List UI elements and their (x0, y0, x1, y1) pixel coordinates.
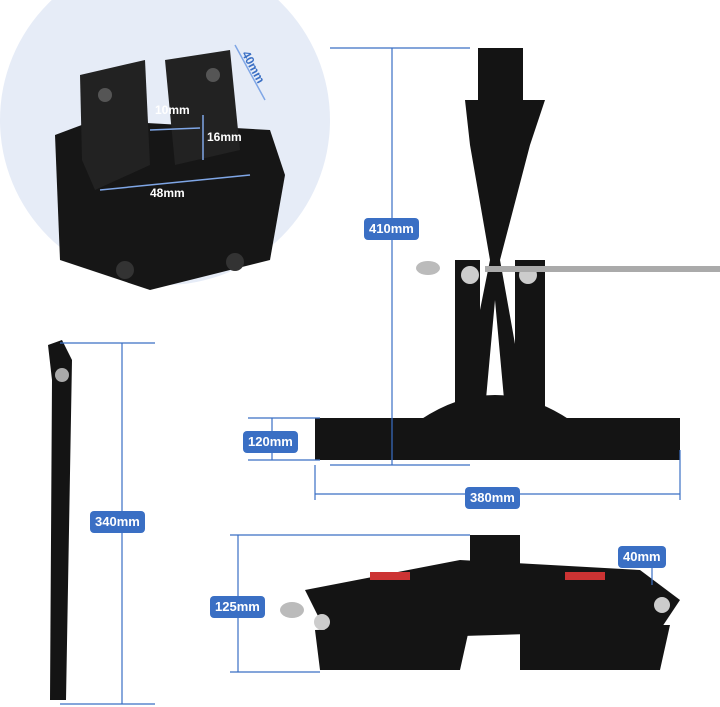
head-width-label: 48mm (150, 186, 185, 200)
jack-head-closeup (55, 50, 285, 290)
base-length-label: 380mm (465, 487, 520, 509)
slot-width-label: 10mm (155, 103, 190, 117)
inset-dimension-lines (99, 44, 266, 191)
folded-head-label: 40mm (618, 546, 666, 568)
base-height-label: 120mm (243, 431, 298, 453)
jack-handle (48, 340, 72, 700)
slot-depth-label: 16mm (207, 130, 242, 144)
standing-jack (315, 48, 720, 460)
standing-height-label: 410mm (364, 218, 419, 240)
folded-jack (280, 535, 680, 670)
folded-height-label: 125mm (210, 596, 265, 618)
handle-length-label: 340mm (90, 511, 145, 533)
